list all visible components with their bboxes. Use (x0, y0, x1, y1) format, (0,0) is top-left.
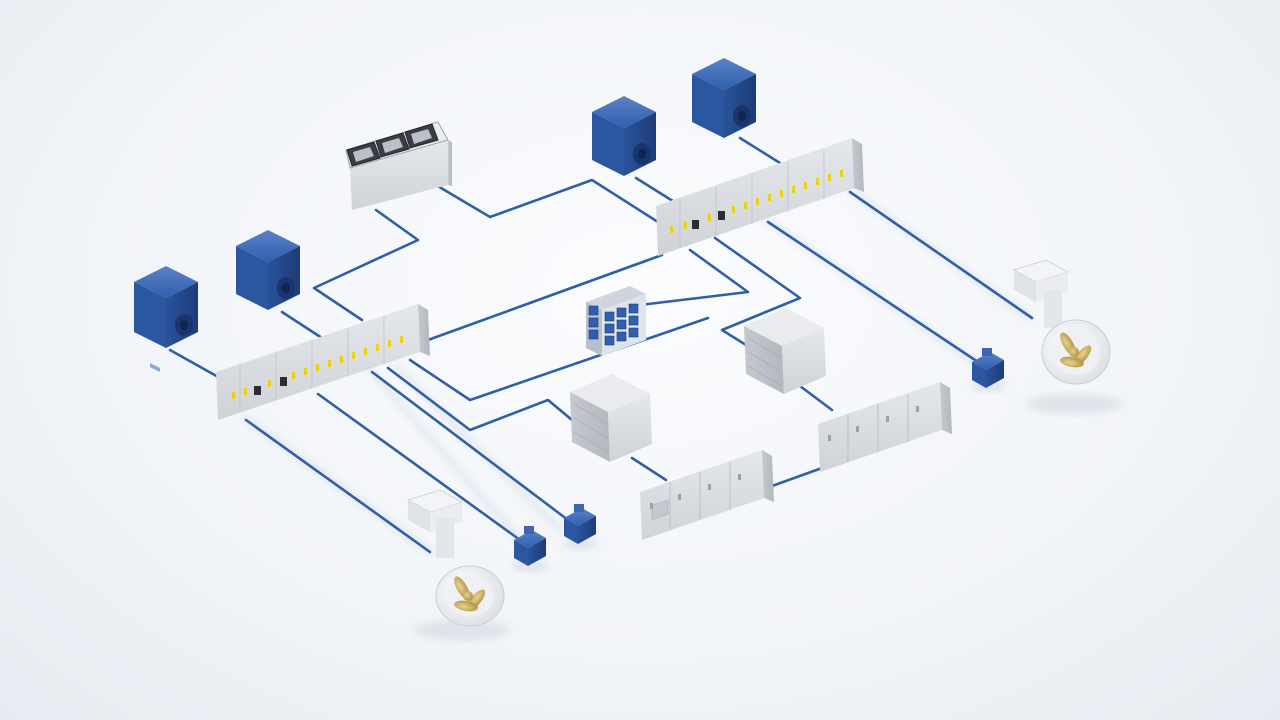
generator-3 (592, 96, 656, 176)
battery-cells (588, 303, 639, 346)
swbd-stbd-seams (679, 150, 825, 248)
cable-battery-link (638, 248, 750, 307)
drive-cabinet-2 (818, 382, 952, 472)
cable-gen2-swbd (280, 310, 324, 340)
cable-console-left (312, 208, 420, 322)
pod-stbd-propeller (1060, 332, 1092, 368)
battery-rack (586, 286, 646, 356)
cable-transformer-2-drive (798, 384, 834, 412)
azimuth-pod-starboard (1012, 259, 1122, 414)
thruster-motor-1 (512, 526, 548, 572)
cable-transformer-1-drive (630, 456, 668, 482)
cable-gen3-swbd (634, 176, 678, 205)
thruster-motor-3 (970, 348, 1006, 392)
cable-swbd-to-transformer-1 (386, 366, 574, 432)
main-switchboard-port (216, 304, 430, 420)
cable-swbd-to-motor-3 (766, 220, 980, 364)
swbd-stbd-breakers (692, 211, 725, 229)
cable-bus-tie-1 (426, 253, 664, 342)
cable-console-right (434, 178, 660, 224)
cable-swbd-to-stbd-pod (848, 190, 1034, 320)
swbd-port-indicators (232, 336, 403, 399)
cable-gen4-swbd (738, 136, 782, 165)
generator-2 (236, 230, 300, 310)
control-console (345, 121, 452, 210)
console-body-side (448, 140, 452, 186)
cable-swbd-to-motor-1 (316, 392, 522, 542)
transformer-2 (744, 308, 826, 394)
pod-port-propeller (454, 576, 486, 612)
cables (168, 136, 1034, 554)
generator-4 (692, 58, 756, 138)
swbd-stbd-indicators (670, 170, 843, 233)
swbd-port-end (418, 304, 430, 356)
swbd-stbd-front (656, 138, 854, 256)
transformer-1 (570, 374, 652, 462)
azimuth-pod-port (406, 489, 510, 640)
drive-cabinet-1 (640, 450, 774, 540)
swbd-port-breakers (254, 377, 287, 395)
cable-swbd-to-motor-2 (370, 370, 570, 522)
console-body-front (350, 140, 448, 210)
swbd-stbd-end (852, 138, 864, 192)
thruster-motor-2 (562, 504, 598, 550)
swbd-port-seams (239, 316, 385, 412)
cable-network (168, 136, 1034, 554)
cable-swbd-to-port-pod (244, 418, 432, 554)
cable-gen1-swbd (168, 348, 222, 380)
main-switchboard-starboard (656, 138, 864, 256)
cable-drive-tie (770, 466, 824, 488)
generator-1 (134, 266, 198, 373)
console-screen-glare (353, 129, 432, 162)
swbd-port-front (216, 304, 420, 420)
